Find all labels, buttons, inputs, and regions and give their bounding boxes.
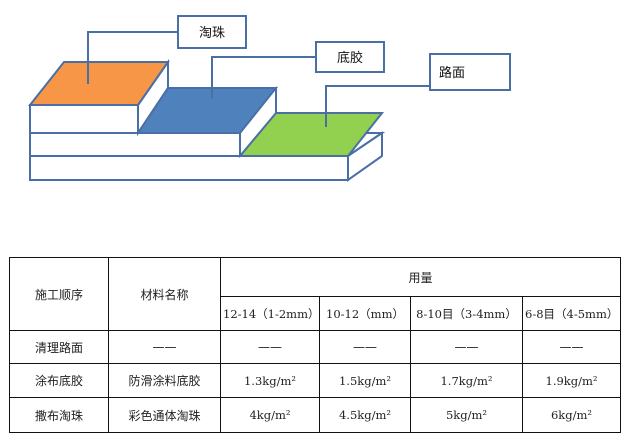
- header-size: 12-14（1-2mm）: [220, 296, 320, 331]
- cell-material: 彩色通体淘珠: [108, 397, 221, 433]
- header-material: 材料名称: [108, 257, 221, 331]
- primer-surface: [136, 87, 279, 134]
- cell-value: 6kg/m²: [521, 397, 622, 433]
- label-primer: 底胶: [337, 50, 363, 66]
- label-foam-bead: 淘珠: [199, 26, 225, 41]
- foam-slab-front: [29, 104, 139, 134]
- header-usage: 用量: [219, 257, 622, 297]
- road-surface: [237, 112, 385, 157]
- cell-material: 防滑涂料底胶: [108, 363, 221, 398]
- cell-step: 撒布淘珠: [9, 397, 109, 433]
- cell-value: 1.5kg/m²: [319, 363, 411, 398]
- cell-value: ——: [410, 330, 523, 364]
- table-row: 涂布底胶 防滑涂料底胶 1.3kg/m² 1.5kg/m² 1.7kg/m² 1…: [9, 363, 622, 398]
- cell-material: ——: [108, 330, 221, 364]
- cell-value: 1.9kg/m²: [521, 363, 622, 398]
- cell-value: ——: [521, 330, 622, 364]
- header-size: 6-8目（4-5mm）: [521, 296, 622, 331]
- road-slab-front: [29, 155, 349, 181]
- cell-value: ——: [319, 330, 411, 364]
- callout-box-road: [429, 53, 511, 91]
- label-road: 路面: [439, 65, 465, 81]
- header-size: 8-10目（3-4mm）: [410, 296, 523, 331]
- leader-road: [325, 85, 430, 127]
- cell-value: 1.7kg/m²: [410, 363, 523, 398]
- foam-bead-surface: [27, 61, 170, 106]
- callout-box-primer: [315, 41, 385, 73]
- cell-step: 清理路面: [9, 330, 109, 364]
- leader-primer: [211, 56, 316, 98]
- table-row: 清理路面 —— —— —— —— ——: [9, 330, 622, 364]
- table-row: 撒布淘珠 彩色通体淘珠 4kg/m² 4.5kg/m² 5kg/m² 6kg/m…: [9, 397, 622, 433]
- cell-value: 1.3kg/m²: [220, 363, 320, 398]
- cell-value: ——: [220, 330, 320, 364]
- road-slab-side: [347, 131, 383, 182]
- callout-box-foam-bead: [177, 15, 247, 49]
- cell-value: 5kg/m²: [410, 397, 523, 433]
- layer-diagram: 淘珠 底胶 路面: [27, 15, 511, 182]
- leader-foam-bead: [87, 31, 178, 84]
- cell-value: 4.5kg/m²: [319, 397, 411, 433]
- usage-table: 施工顺序 材料名称 用量 12-14（1-2mm） 10-12（mm） 8-10…: [9, 257, 622, 433]
- header-step: 施工顺序: [9, 257, 109, 331]
- header-size: 10-12（mm）: [319, 296, 411, 331]
- cell-step: 涂布底胶: [9, 363, 109, 398]
- cell-value: 4kg/m²: [220, 397, 320, 433]
